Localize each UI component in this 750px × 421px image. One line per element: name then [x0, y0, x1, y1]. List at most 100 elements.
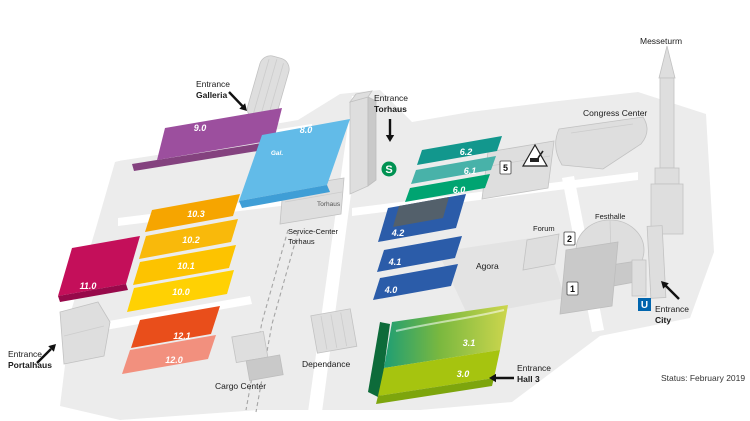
hall-3-1-label: 3.1 [463, 338, 476, 348]
arrow-head [661, 281, 669, 289]
cargo-center-label: Cargo Center [215, 381, 266, 391]
hall-8-side [239, 185, 330, 208]
congress-center-block [555, 116, 648, 170]
hall-8-0 [239, 119, 350, 201]
hall-12-1 [131, 306, 220, 348]
hall-6-1-label: 6.1 [464, 166, 477, 176]
agora-label: Agora [476, 261, 499, 271]
hall-10-1 [133, 245, 236, 285]
service-center-detail [284, 191, 343, 203]
messeturm-label: Messeturm [640, 36, 682, 46]
hall-10-0-label: 10.0 [172, 287, 190, 297]
hall-10-3 [145, 194, 240, 232]
torhaus-front [349, 96, 369, 195]
arrow-head [48, 344, 56, 352]
portalhaus-detail [63, 325, 105, 337]
city-block [631, 259, 647, 297]
city-tower [646, 225, 667, 299]
entrance-city-arrow-icon [661, 281, 680, 300]
hall-9-0 [157, 108, 282, 160]
hall-4-0 [373, 264, 458, 300]
festhalle-label: Festhalle [595, 212, 625, 221]
hall-4-2-roof-inset [393, 197, 449, 227]
hall-5-badge-label: 5 [503, 163, 508, 173]
excavator-glyph [530, 158, 539, 162]
messeturm-spire [658, 45, 676, 79]
entrance-galleria-label-line1: Entrance [196, 79, 230, 89]
entrance-city-label-line1: Entrance [655, 304, 689, 314]
dependance-ridge [320, 315, 328, 350]
hall-1-badge-label: 1 [570, 284, 575, 294]
hall-10-1-label: 10.1 [177, 261, 195, 271]
hall-11-0-label: 11.0 [80, 281, 97, 291]
entrance-galleria-arrow-icon [228, 91, 247, 111]
entrance-hall3-label-line2: Hall 3 [517, 374, 540, 384]
entrance-galleria-label-line2: Galleria [196, 90, 227, 100]
hall-3-1 [384, 305, 508, 368]
dependance-label: Dependance [302, 359, 350, 369]
entrance-hall3-label-line1: Entrance [517, 363, 551, 373]
city-entrance-buildings [631, 225, 667, 299]
hall-11-0 [58, 236, 140, 296]
hall-3-0-label: 3.0 [457, 369, 470, 379]
congress-center-detail [570, 123, 634, 134]
torhaus-tower-label: Torhaus [317, 201, 341, 208]
hall-3-roof-curve [395, 309, 505, 332]
service-center-label-line2: Torhaus [288, 237, 315, 246]
transit-icons: S U [381, 161, 651, 311]
hall-3-0 [378, 350, 500, 396]
torhaus-side [367, 96, 377, 187]
railway-lines [245, 229, 299, 413]
messeturm-shaft [659, 77, 675, 169]
service-center-label-line1: Service-Center [288, 227, 339, 236]
forum-building [522, 233, 560, 271]
status-label: Status: February 2019 [661, 373, 745, 383]
dependance-ridge [340, 312, 348, 347]
construction-sign-icon [521, 143, 549, 167]
torhaus-roof [348, 90, 373, 103]
hall-6-1 [411, 156, 496, 184]
hall-9-0-label: 9.0 [194, 123, 207, 133]
hall-8-0-label: 8.0 [300, 125, 313, 135]
portalhaus-block [59, 301, 111, 365]
galleria-ridge [259, 59, 278, 119]
arrow-head [489, 373, 496, 383]
arrow-shaft [36, 348, 52, 364]
hall-12-1-label: 12.1 [173, 331, 191, 341]
hall-10-0 [127, 270, 234, 312]
hall-1-building [559, 241, 619, 315]
hall-4-2-label: 4.2 [391, 228, 405, 238]
arrow-head [385, 135, 395, 142]
hall-9-side [132, 141, 276, 171]
hall-3-left-face [368, 322, 390, 398]
hall-2-badge [563, 231, 576, 246]
hall-3-front [376, 378, 494, 404]
hall-11-side [58, 284, 128, 302]
entrance-portalhaus-label-line1: Entrance [8, 349, 42, 359]
messeturm-collar [654, 167, 680, 185]
arrow-shaft [664, 284, 680, 300]
railway-line [255, 231, 299, 413]
galleria-ridge [267, 63, 284, 120]
hall-6-2-label: 6.2 [460, 147, 473, 157]
entrance-hall3-arrow-icon [489, 373, 514, 383]
congress-center-label: Congress Center [583, 108, 647, 118]
hall-1-badge [566, 281, 579, 296]
dependance-building [310, 308, 358, 354]
entrance-arrows [36, 91, 680, 383]
hall-6-0 [405, 174, 490, 202]
sbahn-icon [381, 161, 397, 177]
hall-12-0 [122, 335, 216, 374]
hall-2-badge-label: 2 [567, 234, 572, 244]
entrance-portalhaus-label-line2: Portalhaus [8, 360, 52, 370]
cargo-center-buildings [231, 330, 284, 382]
torhaus-tower [348, 90, 377, 195]
excavator-arm-glyph [537, 150, 544, 159]
badges: 5 2 1 [499, 160, 579, 296]
dependance-ridge [330, 314, 338, 348]
forum-label: Forum [533, 224, 555, 233]
map-labels: Entrance Galleria Entrance Torhaus Entra… [8, 36, 745, 391]
entrance-portalhaus-arrow-icon [36, 344, 56, 364]
